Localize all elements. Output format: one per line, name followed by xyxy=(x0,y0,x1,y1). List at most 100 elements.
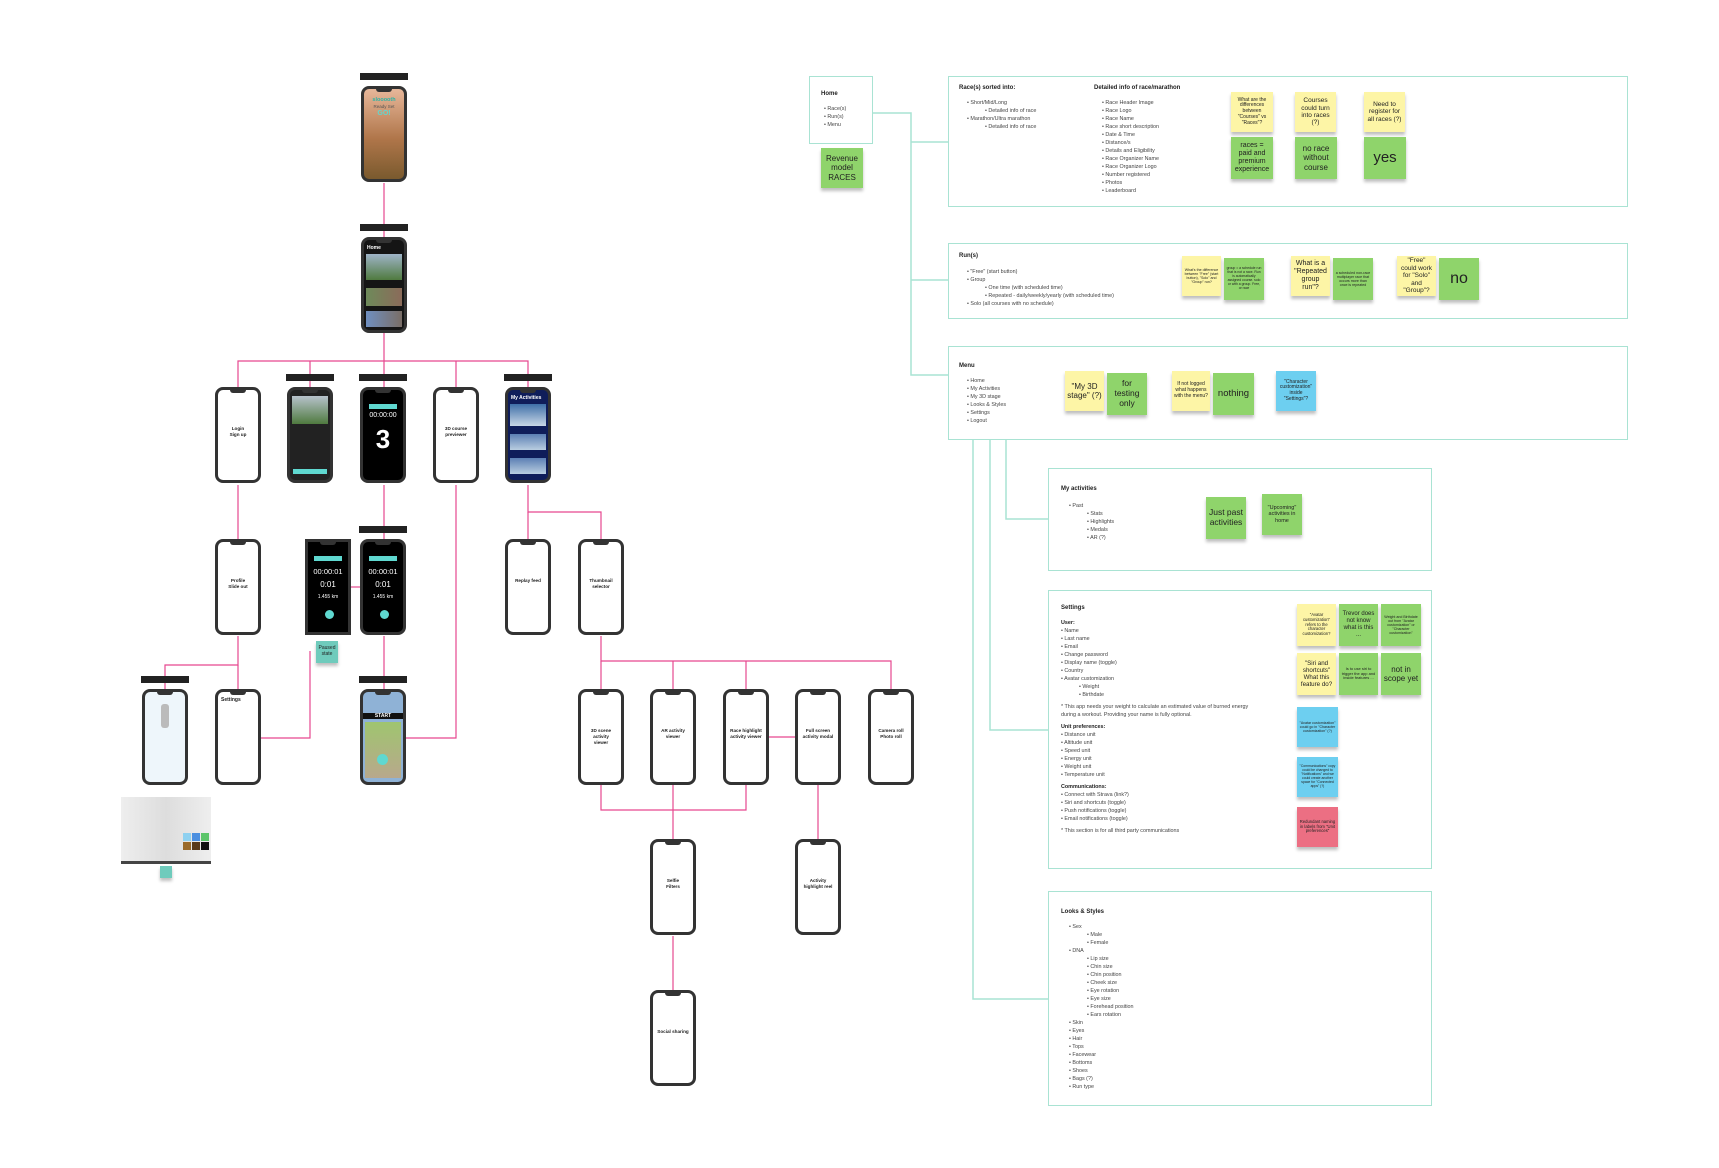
runs-list: "Free" (start button)GroupOne time (with… xyxy=(967,268,1114,308)
sticky-note[interactable]: Is to use siri to trigger the app and in… xyxy=(1339,653,1378,695)
sticky-note[interactable]: Revenue model RACES xyxy=(821,148,863,188)
course-banner xyxy=(369,404,397,409)
wireframe-screen[interactable]: Camera roll Photo roll xyxy=(868,689,914,785)
wireframe-screen[interactable]: 3D scene activity viewer xyxy=(578,689,624,785)
phone-notch xyxy=(375,541,391,545)
settings-title: Settings xyxy=(1061,605,1085,611)
activity-banner[interactable] xyxy=(510,404,546,426)
outline-home-box: Home Race(s) Run(s) Menu xyxy=(809,76,873,144)
phone-notch xyxy=(520,541,536,545)
color-swatch[interactable] xyxy=(183,842,191,850)
sticky-note[interactable]: If not logged what happens with the menu… xyxy=(1172,371,1210,411)
race-detail-list: Race Header ImageRace LogoRace NameRace … xyxy=(1102,99,1159,195)
screen-label: Camera roll Photo roll xyxy=(878,728,904,739)
screen-avatar[interactable] xyxy=(142,689,188,785)
sticky-note[interactable]: no xyxy=(1439,258,1479,300)
sticky-note[interactable]: "Communications" copy could be changed t… xyxy=(1297,757,1338,797)
sticky-note[interactable]: Just past activities xyxy=(1206,497,1246,539)
outline-races-box: Race(s) sorted into: Short/Mid/LongDetai… xyxy=(948,76,1628,207)
list-item: Race Header Image xyxy=(1102,99,1159,107)
color-swatch[interactable] xyxy=(201,833,209,841)
sticky-note[interactable]: no race without course xyxy=(1295,137,1337,179)
sticky-note[interactable]: Redundant naming in labels from "Unit pr… xyxy=(1297,807,1338,847)
screen-title-bar xyxy=(359,526,407,533)
sticky-note[interactable]: "Upcoming" activities in home xyxy=(1262,494,1302,535)
color-swatch[interactable] xyxy=(201,842,209,850)
wireframe-screen[interactable]: Race highlight activity viewer xyxy=(723,689,769,785)
screen-course-start[interactable]: START xyxy=(360,689,406,785)
color-swatch[interactable] xyxy=(192,842,200,850)
wireframe-screen[interactable]: Selfie Filters xyxy=(650,839,696,935)
start-button[interactable] xyxy=(377,754,388,765)
screen-course-detail[interactable] xyxy=(287,387,333,483)
phone-notch xyxy=(157,691,173,695)
list-item: Photos xyxy=(1102,179,1159,187)
timer: 00:00:01 xyxy=(313,567,343,576)
wireframe-screen[interactable]: Thumbnail selector xyxy=(578,539,624,635)
paused-state-note[interactable]: Paused state xyxy=(316,641,338,663)
control-button[interactable] xyxy=(325,610,334,619)
phone-notch xyxy=(738,691,754,695)
wireframe-screen[interactable]: 3D course previewer xyxy=(433,387,479,483)
register-button[interactable] xyxy=(293,469,327,474)
sticky-note[interactable]: What's the difference between "Free" (st… xyxy=(1182,256,1221,296)
wireframe-screen[interactable]: Full screen activity modal xyxy=(795,689,841,785)
list-item: Tops xyxy=(1069,1043,1134,1051)
screen-my-activities[interactable]: My Activities xyxy=(505,387,551,483)
activity-thumbnail[interactable] xyxy=(510,434,546,450)
sticky-note[interactable]: "My 3D stage" (?) xyxy=(1065,371,1104,411)
sticky-note[interactable]: Need to register for all races (?) xyxy=(1364,92,1405,132)
distance: 1.455 km xyxy=(372,594,394,600)
screen-settings[interactable]: Settings xyxy=(215,689,261,785)
sticky-note[interactable]: Courses could turn into races (?) xyxy=(1295,92,1336,132)
phone-notch xyxy=(665,841,681,845)
activities-title: My activities xyxy=(1061,486,1097,492)
sticky-note[interactable]: group = a schedule run that is not a rac… xyxy=(1224,258,1264,300)
activity-thumbnail[interactable] xyxy=(510,458,546,474)
control-button[interactable] xyxy=(380,610,389,619)
list-item: Detailed info of race xyxy=(967,107,1036,115)
list-item: Eyes xyxy=(1069,1027,1134,1035)
list-item: Stats xyxy=(1069,510,1114,518)
wireframe-screen[interactable]: AR activity viewer xyxy=(650,689,696,785)
sticky-note[interactable]: for testing only xyxy=(1107,373,1147,415)
race-banner-image[interactable] xyxy=(366,254,402,280)
color-swatch[interactable] xyxy=(183,833,191,841)
phone-notch xyxy=(302,389,318,393)
color-swatch[interactable] xyxy=(192,833,200,841)
list-item: "Free" (start button) xyxy=(967,268,1114,276)
list-item: Race Organizer Logo xyxy=(1102,163,1159,171)
sticky-note[interactable]: nothing xyxy=(1213,373,1254,415)
wireframe-screen[interactable]: Login Sign up xyxy=(215,387,261,483)
list-item: Eye rotation xyxy=(1069,987,1134,995)
sticky-note[interactable]: Weight and Birthdate out from "Avatar cu… xyxy=(1381,604,1421,646)
sticky-note[interactable]: Trevor does not know what is this ... xyxy=(1339,604,1378,646)
sticky-note[interactable]: "Character customization" inside "Settin… xyxy=(1276,371,1316,411)
sticky-note[interactable]: yes xyxy=(1364,137,1406,179)
sticky-note[interactable]: What are the differences between "Course… xyxy=(1231,92,1273,132)
sticky-note[interactable]: "Avatar customization" refers to the cha… xyxy=(1297,604,1336,646)
course-3d-view xyxy=(365,722,401,778)
wireframe-screen[interactable]: Replay feed xyxy=(505,539,551,635)
sticky-note[interactable]: not in scope yet xyxy=(1381,653,1421,695)
list-item: Display name (toggle) xyxy=(1061,659,1248,667)
sticky-note[interactable]: "Siri and shortcuts" What this feature d… xyxy=(1297,653,1336,695)
wireframe-screen[interactable]: Profile Slide out xyxy=(215,539,261,635)
sticky-note[interactable]: races = paid and premium experience xyxy=(1231,137,1273,179)
avatar-customization-screens xyxy=(121,797,211,864)
sticky-note[interactable]: a scheduled non-race multiplayer race th… xyxy=(1333,258,1373,300)
wireframe-screen[interactable]: Activity highlight reel xyxy=(795,839,841,935)
settings-screen-title: Settings xyxy=(221,697,241,703)
wireframe-screen[interactable]: Social sharing xyxy=(650,990,696,1086)
list-item: Eye size xyxy=(1069,995,1134,1003)
race-thumbnail[interactable] xyxy=(366,311,402,327)
sticky-note[interactable]: What is a "Repeated group run"? xyxy=(1291,256,1330,296)
sticky-note[interactable]: "Free" could work for "Solo" and "Group"… xyxy=(1397,256,1436,296)
screen-home[interactable]: Home xyxy=(361,237,407,333)
sticky-note[interactable]: "Avatar customization" could go in "Char… xyxy=(1297,707,1338,747)
race-thumbnail[interactable] xyxy=(366,288,402,306)
